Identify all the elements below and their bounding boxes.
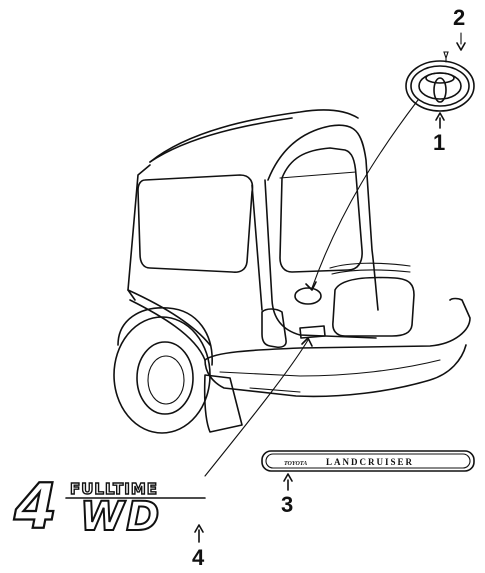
rear-window — [279, 147, 363, 273]
license-plate-recess — [332, 276, 415, 337]
4wd-emblem-location — [299, 325, 326, 339]
rear-hatch — [267, 124, 379, 311]
fulltime-lettering: FULLTIME — [70, 480, 158, 498]
callout-2: 2 — [453, 5, 465, 30]
rear-bumper — [204, 297, 471, 361]
side-window — [137, 174, 254, 273]
callout-4: 4 — [192, 545, 205, 570]
toyota-emblem — [405, 60, 475, 112]
mud-flap — [203, 374, 243, 433]
landcruiser-nameplate: TOYOTA LANDCRUISER — [261, 450, 475, 472]
emblem-clip — [443, 51, 449, 63]
rear-emblem-location — [294, 287, 322, 305]
callout-1: 1 — [433, 130, 445, 155]
model-lettering: LANDCRUISER — [326, 457, 414, 467]
callout-3: 3 — [281, 492, 293, 517]
vehicle-rear-body — [113, 109, 471, 434]
brand-lettering: TOYOTA — [284, 461, 307, 467]
rear-tire — [113, 316, 211, 434]
fulltime-4wd-emblem: 4 FULLTIME WD — [12, 469, 206, 544]
leader-lines — [194, 32, 466, 543]
taillight — [261, 308, 287, 349]
wheel-arch — [117, 307, 213, 366]
wd-lettering: WD — [80, 494, 161, 540]
four-lettering: 4 — [13, 470, 57, 543]
